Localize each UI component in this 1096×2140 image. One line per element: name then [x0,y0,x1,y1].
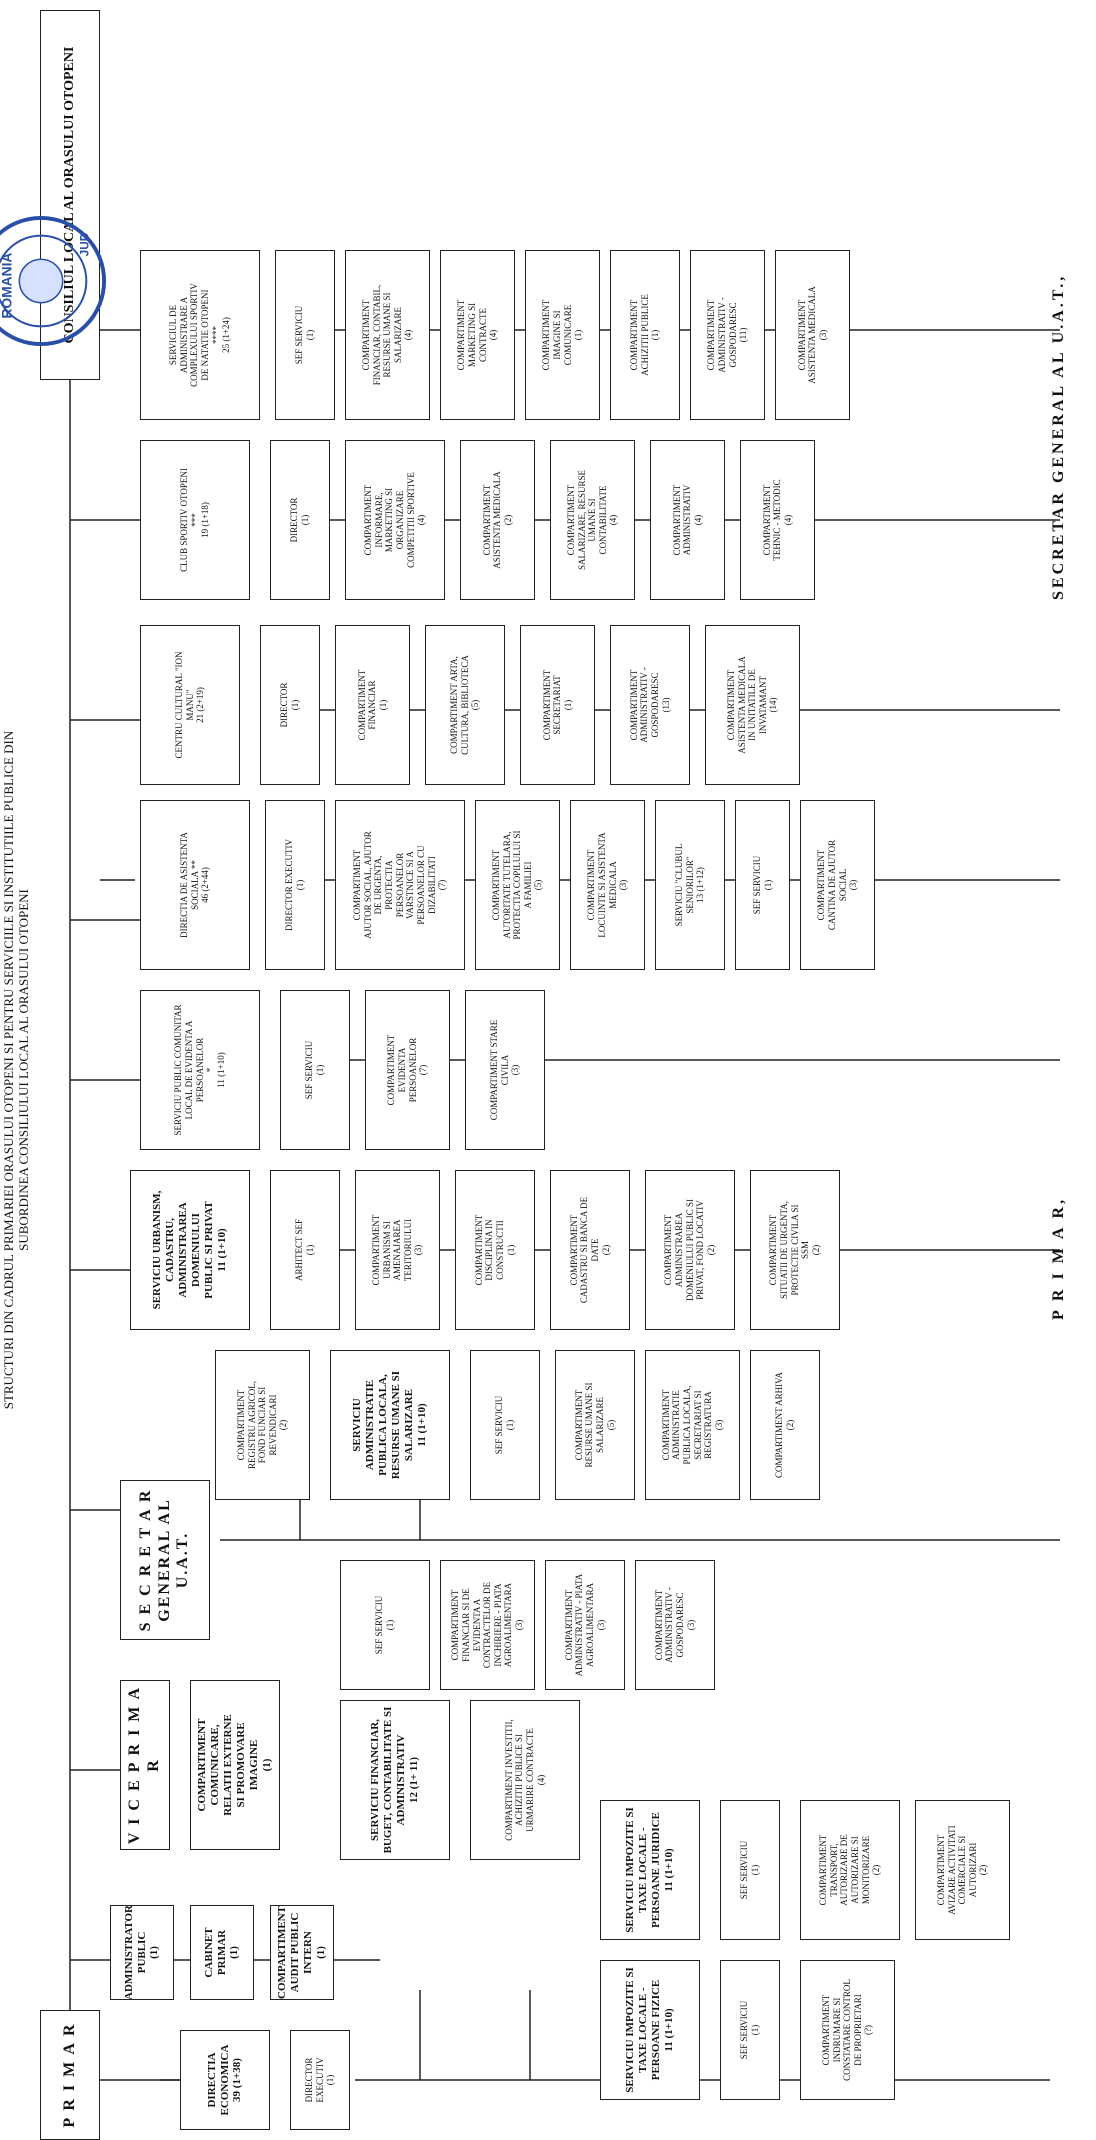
viceprimar-box: V I C E P R I M A R [120,1680,170,1850]
natatie-sef-box: SEF SERVICIU(1) [275,250,335,420]
primar-signature-label: P R I M A R, [1050,1196,1067,1320]
investitii-box: COMPARTIMENT INVESTITII,ACHIZITII PUBLIC… [470,1700,580,1860]
evidenta-sef-box: SEF SERVICIU(1) [280,990,350,1150]
primar-box: P R I M A R [40,2010,100,2140]
arhiva-box: COMPARTIMENT ARHIVA(2) [750,1350,820,1500]
arhitect-sef-box: ARHITECT SEF(1) [270,1170,340,1330]
pj-sef-box: SEF SERVICIU(1) [720,1800,780,1940]
serviciu-financiar-box: SERVICIU FINANCIAR,BUGET, CONTABILITATE … [340,1700,450,1860]
cultural-director-box: DIRECTOR(1) [260,625,320,785]
pf-sef-box: SEF SERVICIU(1) [720,1960,780,2100]
stamp-bottom-text: JUD [77,232,91,256]
asistenta-sef-serviciu-box: SEF SERVICIU(1) [735,800,790,970]
secretar-signature-label: SECRETAR GENERAL AL U.A.T., [1050,273,1067,600]
financiar-sef-box: SEF SERVICIU(1) [340,1560,430,1690]
biblioteca-box: COMPARTIMENT ARTA,CULTURA, BIBLIOTECA(5) [425,625,505,785]
urbanism-box: SERVICIU URBANISM, CADASTRU,ADMINISTRARE… [130,1170,250,1330]
official-stamp: ROMANIA JUD [0,215,107,347]
club-sportiv-box: CLUB SPORTIV OTOPENI***19 (1+18) [140,440,250,600]
admin-sef-box: SEF SERVICIU(1) [470,1350,540,1500]
club-director-box: DIRECTOR(1) [270,440,330,600]
economica-director-box: DIRECTOR EXECUTIV(1) [290,2030,350,2130]
cabinet-primar-box: CABINET PRIMAR(1) [190,1905,254,2000]
asistenta-director-box: DIRECTOR EXECUTIV(1) [265,800,325,970]
stamp-top-text: ROMANIA [0,253,14,319]
